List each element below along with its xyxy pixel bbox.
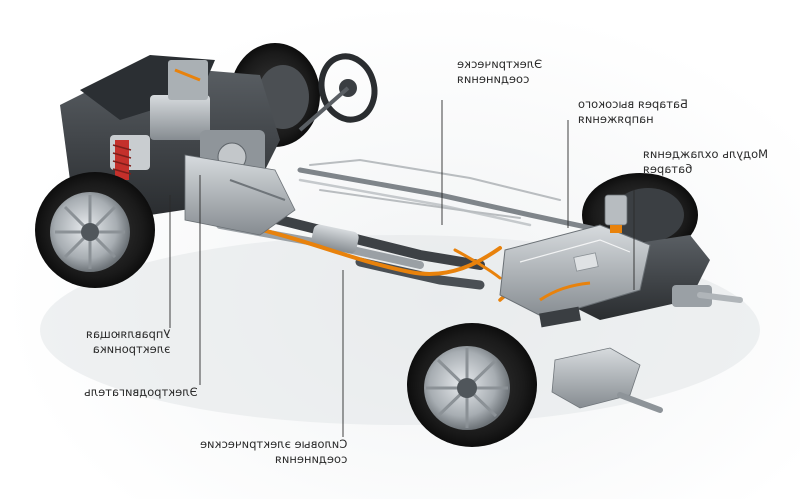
front-near-wheel	[35, 172, 155, 288]
label-electrical-connections: Электрическе соединения	[456, 57, 542, 86]
rear-far-wheel	[582, 173, 698, 257]
frame-pipes	[297, 158, 603, 233]
label-hv-battery: Батарея высокого напряжения	[578, 97, 688, 126]
rear-muffler	[551, 347, 663, 413]
electric-motor-housing	[184, 154, 296, 236]
hv-battery-pack	[499, 224, 651, 328]
steering-wheel	[298, 53, 378, 132]
label-power-connections: Силовые электрические соединения	[200, 437, 348, 466]
rear-near-wheel	[407, 323, 537, 447]
leader-lines	[169, 100, 635, 437]
label-battery-cooling: Модуль охлаждения батарея	[642, 147, 768, 176]
label-control-electronics: Управляющая электроника	[86, 327, 171, 356]
battery-cooling-module	[604, 194, 628, 233]
front-suspension-spring	[112, 140, 132, 180]
label-electric-motor: Электродвигатель	[84, 385, 198, 399]
